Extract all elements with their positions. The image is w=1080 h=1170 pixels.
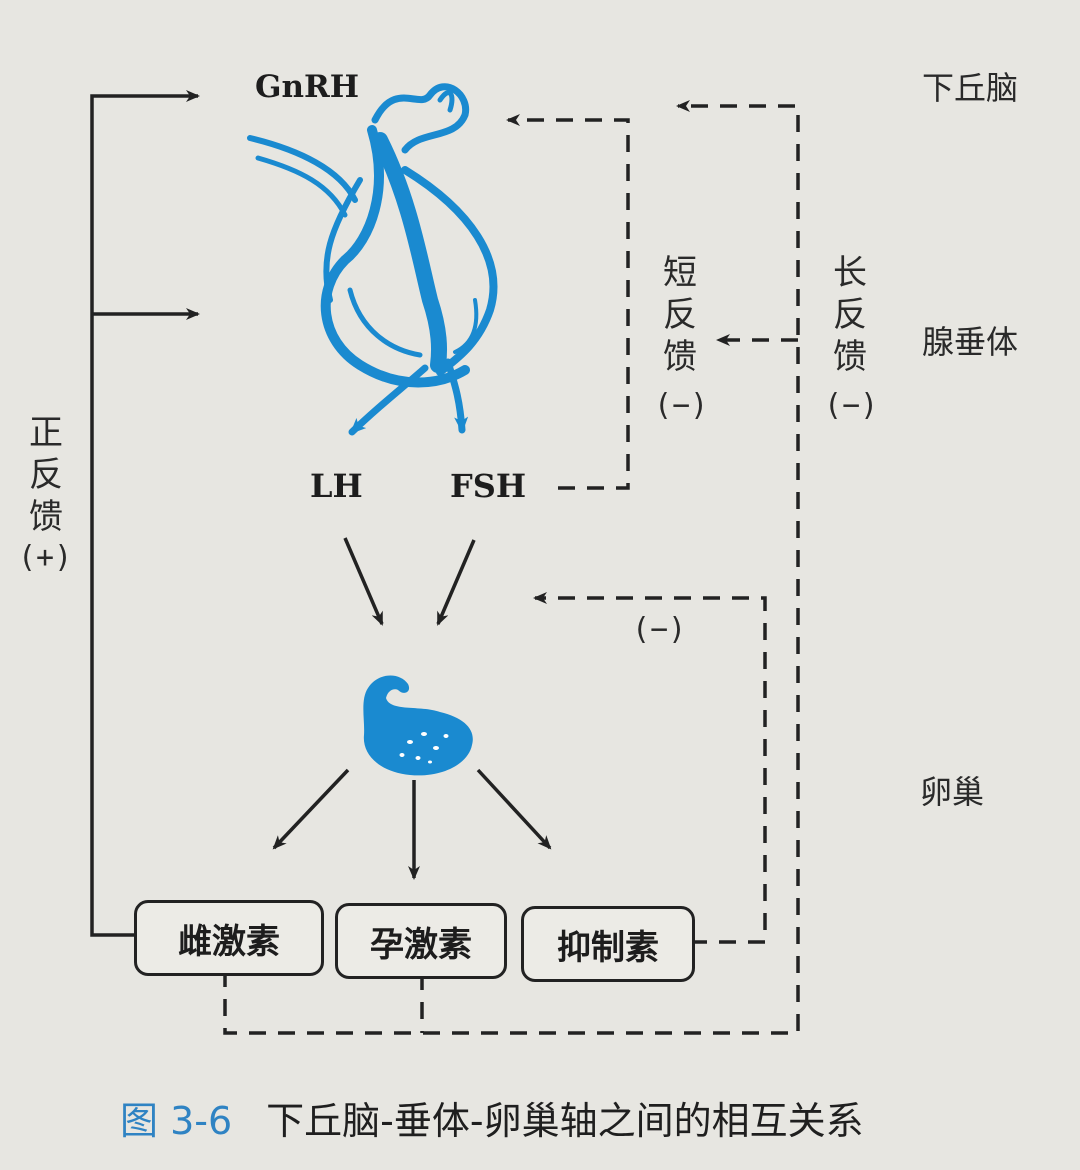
short-feedback-label: 短反馈 — [656, 252, 704, 378]
gnrh-label: GnRH — [255, 72, 359, 103]
positive-feedback-sign: (+) — [18, 540, 72, 575]
figure-caption: 图 3-6 下丘脑-垂体-卵巢轴之间的相互关系 — [120, 1090, 864, 1145]
inhibin-box: 抑制素 — [521, 906, 695, 982]
positive-feedback-label: 正反馈 — [22, 412, 70, 538]
figure-title: 下丘脑-垂体-卵巢轴之间的相互关系 — [266, 1099, 863, 1143]
figure-number: 图 3-6 — [120, 1099, 232, 1143]
region-pituitary: 腺垂体 — [922, 326, 1018, 358]
progesterone-box: 孕激素 — [335, 903, 507, 979]
region-hypothalamus: 下丘脑 — [922, 72, 1018, 104]
long-feedback-label: 长反馈 — [826, 252, 874, 378]
estrogen-box: 雌激素 — [134, 900, 324, 976]
ovary-drawing — [363, 675, 472, 775]
long-feedback-sign: (−) — [824, 388, 878, 423]
lh-label: LH — [310, 470, 363, 502]
inhibin-feedback-sign: (−) — [632, 612, 686, 647]
short-feedback-sign: (−) — [654, 388, 708, 423]
fsh-label: FSH — [450, 470, 526, 502]
pituitary-drawing — [250, 87, 493, 432]
region-ovary: 卵巢 — [920, 776, 984, 808]
